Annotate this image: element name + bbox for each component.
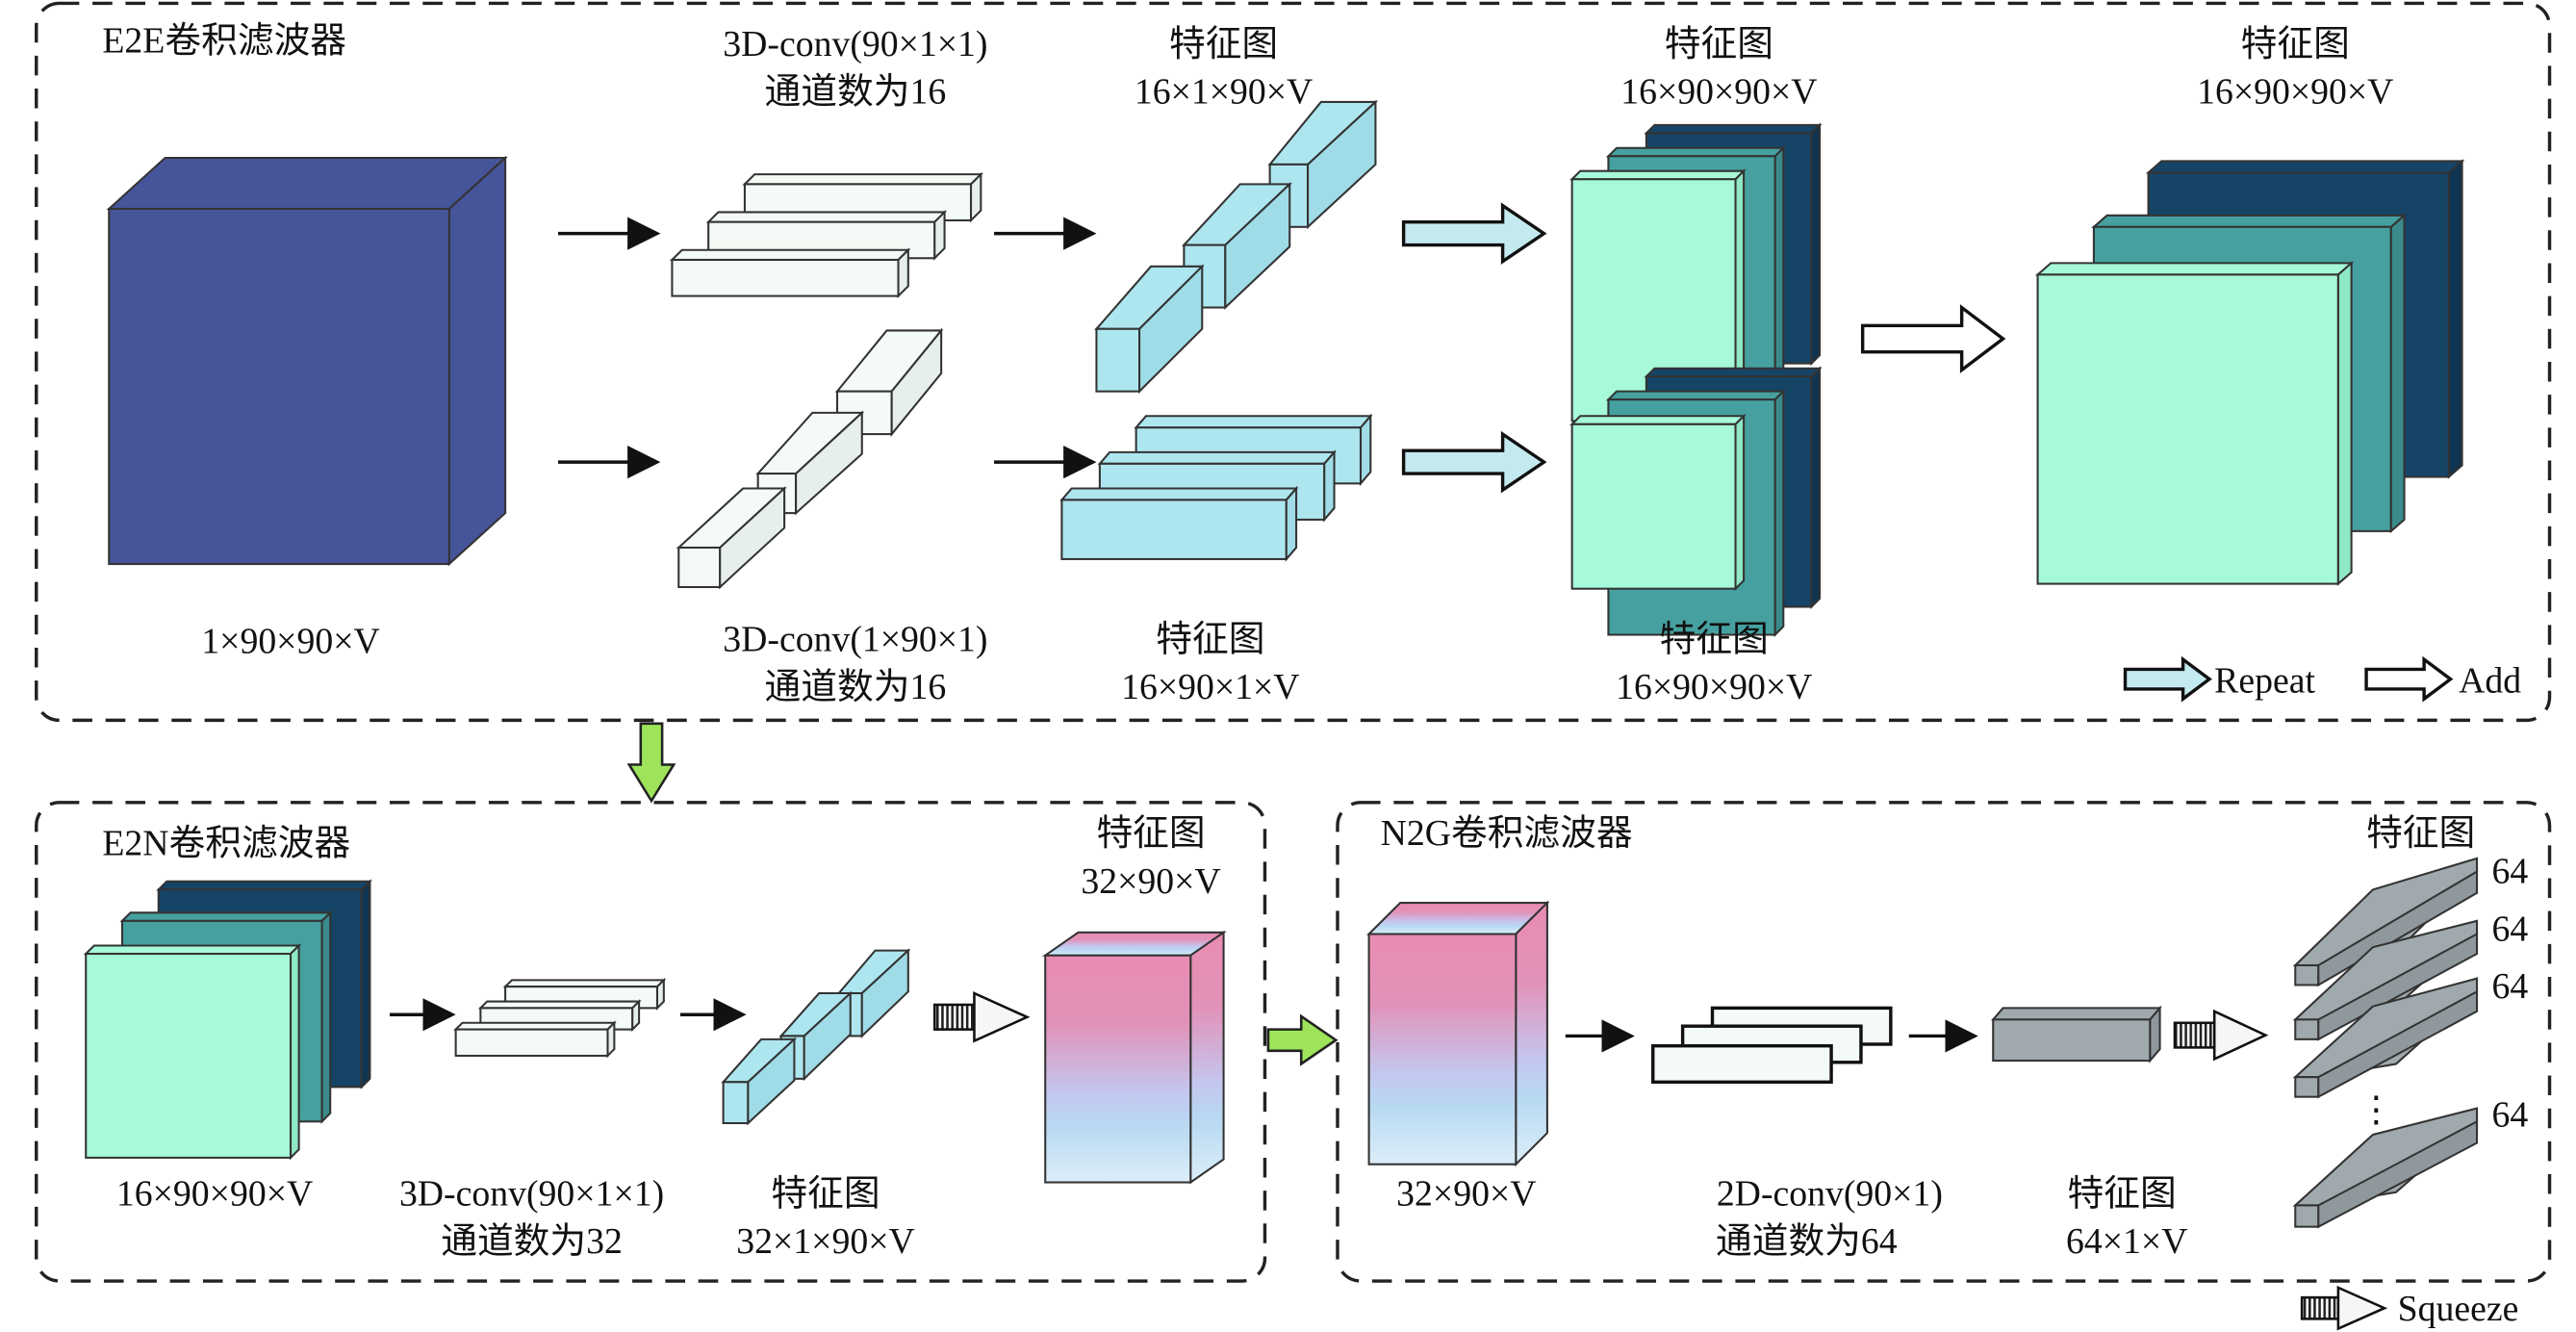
squeeze-legend-icon (2300, 1295, 2340, 1320)
n2g-input-block (1366, 900, 1550, 1167)
output-line1: 特征图 (2241, 24, 2350, 64)
feat-top-line2: 16×1×90×V (1135, 72, 1313, 113)
feature-stack-output (2034, 159, 2465, 586)
green-down-arrow-icon (626, 722, 676, 804)
n2g-dashed-box (1336, 801, 2552, 1283)
n2g-feat-line2: 64×1×V (2066, 1221, 2187, 1262)
vector-bar (2292, 919, 2479, 1041)
n2g-conv-line1: 2D-conv(90×1) (1717, 1174, 1943, 1215)
n2g-title: N2G卷积滤波器 (1381, 813, 1633, 854)
e2n-section: E2N卷积滤波器 16×90×90×V 3D-conv(90×1×1) 通道数为… (35, 801, 1267, 1283)
n2g-section: N2G卷积滤波器 32×90×V 2D-conv(90×1) 通道数为64 特征… (1336, 801, 2552, 1283)
n2g-conv-line2: 通道数为64 (1716, 1221, 1898, 1262)
e2n-title: E2N卷积滤波器 (102, 824, 350, 864)
feature-map-horizontal-blue (1059, 413, 1373, 562)
n2g-kernel-stack (1651, 1006, 1893, 1084)
squeeze-legend-label: Squeeze (2398, 1289, 2519, 1329)
feat-top-line1: 特征图 (1169, 24, 1278, 64)
legend: Repeat Add (2123, 655, 2521, 703)
n2g-input-label: 32×90×V (1396, 1174, 1536, 1215)
legend-repeat-label: Repeat (2214, 660, 2315, 701)
vector-label-2: 64 (2491, 909, 2528, 949)
e2n-feat-line1: 特征图 (771, 1174, 880, 1215)
input-dims-label: 1×90×90×V (201, 621, 379, 661)
squeeze-arrow-icon (2173, 1009, 2269, 1062)
output-line2: 16×90×90×V (2197, 72, 2393, 113)
vector-bar (2292, 977, 2479, 1099)
vector-ellipsis: ⋮ (2358, 1089, 2394, 1130)
e2n-output-line2: 32×90×V (1081, 861, 1220, 902)
repeat-arrow-icon (1401, 430, 1547, 494)
squeeze-arrow-icon (932, 991, 1031, 1043)
e2n-input-label: 16×90×90×V (116, 1174, 313, 1215)
feature-map-diagonal-blue (1094, 99, 1379, 395)
e2n-dashed-box (35, 801, 1267, 1283)
green-right-arrow-icon (1266, 1013, 1339, 1066)
kernel-stack-horizontal (669, 171, 983, 299)
feature-stack-bottom (1569, 366, 1823, 638)
e2e-title: E2E卷积滤波器 (102, 21, 346, 62)
squeeze-legend: Squeeze (2300, 1285, 2519, 1331)
conv-top-line2: 通道数为16 (765, 72, 947, 113)
e2n-feat-line2: 32×1×90×V (736, 1221, 914, 1262)
e2e-section: E2E卷积滤波器 1×90×90×V 3D-conv(90×1×1) 通道数为1… (35, 1, 2552, 723)
n2g-output-line1: 特征图 (2366, 813, 2475, 854)
e2n-kernel-stack (453, 977, 667, 1059)
e2n-input-stack (83, 879, 372, 1161)
repeat-legend-icon (2123, 655, 2212, 703)
e2e-dashed-box (35, 1, 2552, 723)
e2n-conv-line2: 通道数为32 (441, 1221, 623, 1262)
kernel-stack-diagonal (676, 327, 944, 590)
n2g-feature-block (1991, 1005, 2162, 1063)
repeat-arrow-icon (1401, 202, 1547, 265)
repeat-top-line1: 特征图 (1665, 24, 1773, 64)
conv-top-line1: 3D-conv(90×1×1) (723, 24, 987, 64)
vector-label-3: 64 (2491, 966, 2528, 1007)
vector-label-4: 64 (2491, 1094, 2528, 1135)
add-arrow-icon (1860, 304, 2006, 373)
vector-label-1: 64 (2491, 852, 2528, 892)
add-legend-icon (2364, 655, 2454, 703)
n2g-feat-line1: 特征图 (2067, 1174, 2176, 1215)
e2n-output-line1: 特征图 (1096, 813, 1205, 854)
feat-bottom-line1: 特征图 (1156, 620, 1264, 660)
n2g-output-vectors: ⋮ (2292, 857, 2479, 1229)
feat-bottom-line2: 16×90×1×V (1121, 667, 1299, 707)
repeat-bottom-line1: 特征图 (1660, 620, 1769, 660)
input-cube (106, 155, 508, 567)
conv-bottom-line2: 通道数为16 (765, 667, 947, 707)
vector-bar (2292, 857, 2479, 987)
repeat-top-line2: 16×90×90×V (1620, 72, 1817, 113)
legend-add-label: Add (2459, 660, 2521, 701)
e2n-feature-diagonal (721, 948, 911, 1126)
vector-bar (2292, 1107, 2479, 1229)
repeat-bottom-line2: 16×90×90×V (1616, 667, 1812, 707)
conv-bottom-line1: 3D-conv(1×90×1) (723, 620, 987, 660)
e2n-conv-line1: 3D-conv(90×1×1) (399, 1174, 664, 1215)
e2n-output-block (1041, 930, 1227, 1185)
